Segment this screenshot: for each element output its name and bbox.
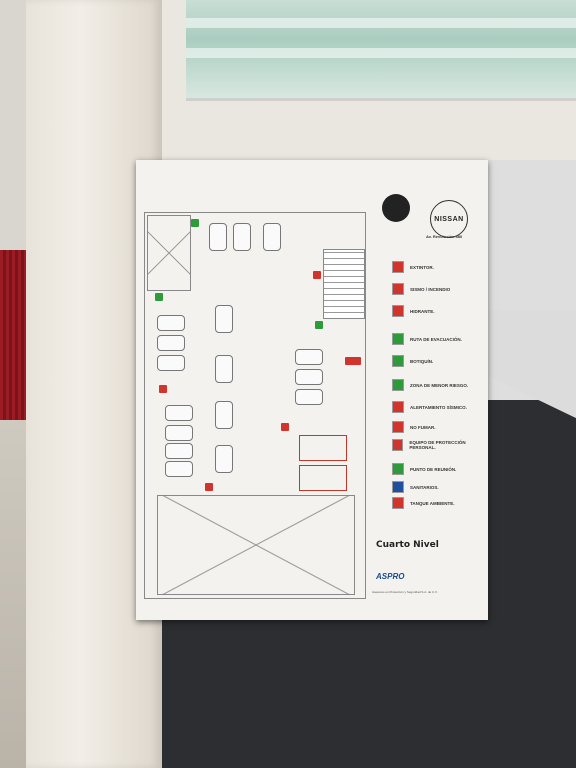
legend-label: SANITARIOS. — [410, 484, 439, 490]
legend-swatch-icon — [392, 305, 404, 317]
legend-swatch-icon — [392, 481, 404, 493]
legend-item: EQUIPO DE PROTECCIÓN PERSONAL. — [392, 438, 488, 452]
legend-item: ZONA DE MENOR RIESGO. — [392, 378, 468, 392]
legend-item: SANITARIOS. — [392, 480, 439, 494]
location-subtitle: Av. Revolución 380 — [426, 234, 463, 239]
no-smoking-icon — [281, 423, 289, 431]
evacuation-sign: NISSAN Av. Revolución 380 EXTINTOR.SIS — [136, 160, 488, 620]
legend-item: BOTIQUÍN. — [392, 354, 433, 368]
maker-logo: ASPRO — [376, 572, 405, 581]
legend-item: ALERTAMIENTO SÍSMICO. — [392, 400, 467, 414]
exit-arrow-icon — [191, 219, 199, 227]
legend-swatch-icon — [392, 379, 404, 391]
legend-swatch-icon — [392, 463, 404, 475]
legend-label: ZONA DE MENOR RIESGO. — [410, 382, 469, 388]
no-smoking-icon — [205, 483, 213, 491]
legend-label: NO FUMAR. — [410, 424, 436, 430]
ramp-area — [147, 215, 191, 291]
legend-item: SISMO / INCENDIO — [392, 282, 450, 296]
legend-label: HIDRANTE. — [410, 308, 435, 314]
first-aid-icon — [315, 321, 323, 329]
legend-item: NO FUMAR. — [392, 420, 436, 434]
legend-label: EXTINTOR. — [410, 264, 434, 270]
legend-label: EQUIPO DE PROTECCIÓN PERSONAL. — [409, 440, 466, 450]
legend-swatch-icon — [392, 439, 404, 451]
red-shutter — [0, 250, 26, 430]
background-wall-left — [0, 0, 28, 260]
legend-swatch-icon — [392, 261, 404, 273]
extinguisher-icon — [313, 271, 321, 279]
legend-label: TANQUE AMBIENTE. — [410, 500, 455, 506]
legend-swatch-icon — [392, 421, 404, 433]
legend-label: RUTA DE EVACUACIÓN. — [410, 336, 462, 342]
legend-swatch-icon — [392, 401, 404, 413]
legend-label: ALERTAMIENTO SÍSMICO. — [410, 404, 467, 410]
legend-swatch-icon — [392, 283, 404, 295]
nissan-logo: NISSAN — [430, 200, 468, 238]
legend-item: EXTINTOR. — [392, 260, 434, 274]
maker-subtitle: Asesores en Protección y Seguridad S.A. … — [372, 590, 438, 594]
legend-label: BOTIQUÍN. — [410, 358, 434, 364]
legend-label: SISMO / INCENDIO — [410, 286, 451, 292]
level-title: Cuarto Nivel — [376, 540, 439, 550]
open-area — [157, 495, 355, 595]
stairs — [323, 249, 365, 319]
legend-swatch-icon — [392, 497, 404, 509]
legend-swatch-icon — [392, 355, 404, 367]
floor-plan — [144, 212, 366, 599]
exit-arrow-icon — [155, 293, 163, 301]
legend-item: PUNTO DE REUNIÓN. — [392, 462, 456, 476]
safe-zone-box — [299, 435, 347, 461]
legend-label: PUNTO DE REUNIÓN. — [410, 466, 457, 472]
legend-item: HIDRANTE. — [392, 304, 435, 318]
legend-item: TANQUE AMBIENTE. — [392, 496, 455, 510]
window — [186, 0, 576, 101]
no-smoking-icon — [159, 385, 167, 393]
emblem-icon — [382, 194, 410, 222]
alarm-icon — [345, 357, 361, 365]
safe-zone-box — [299, 465, 347, 491]
legend-swatch-icon — [392, 333, 404, 345]
legend-item: RUTA DE EVACUACIÓN. — [392, 332, 462, 346]
